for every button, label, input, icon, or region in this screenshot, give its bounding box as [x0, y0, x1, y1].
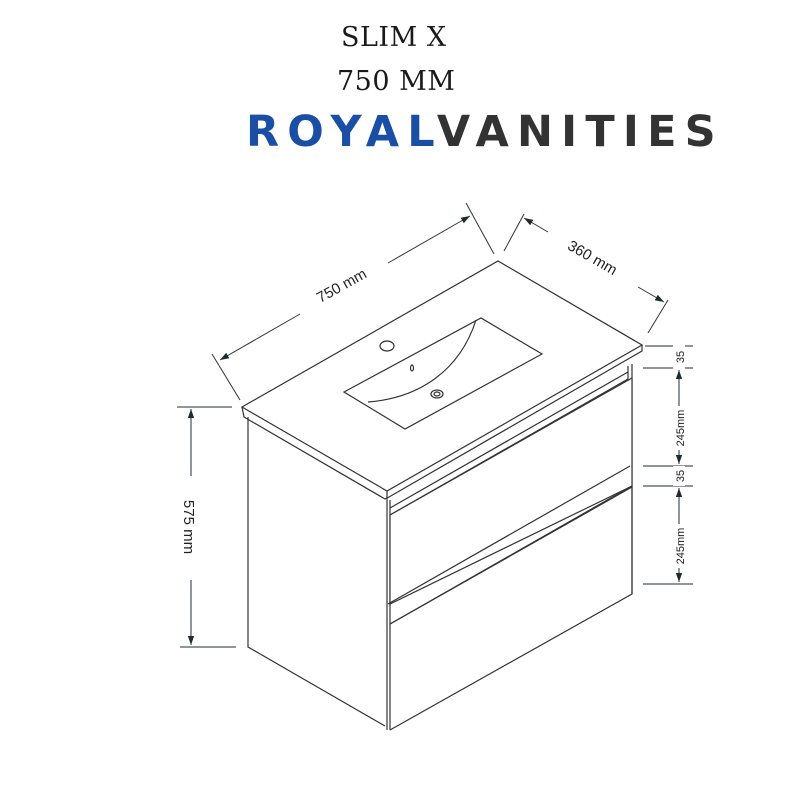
drain: [430, 389, 444, 399]
gap-1-label: 35: [675, 351, 687, 363]
basin: [342, 317, 544, 430]
height-dimension: [177, 406, 236, 648]
overflow-hole: [409, 364, 415, 372]
height-label: 575 mm: [180, 500, 197, 554]
vanity-outline: [240, 260, 644, 731]
product-size: 750 MM: [337, 66, 456, 97]
tap-hole: [379, 340, 395, 352]
product-title: SLIM X: [341, 22, 447, 53]
drawer-2: [389, 485, 633, 731]
cabinet-side: [247, 417, 386, 727]
depth-label: 360 mm: [565, 237, 620, 279]
basin-bowl: [367, 319, 477, 403]
drawer-2-label: 245mm: [675, 528, 687, 565]
brand-logo: ROYALVANITIES: [246, 108, 724, 156]
width-label: 750 mm: [314, 265, 370, 306]
drawer-1: [389, 376, 633, 605]
width-dimension: [211, 202, 495, 401]
depth-dimension: [503, 213, 669, 334]
brand-logo-vanities: VANITIES: [436, 107, 724, 157]
brand-logo-royal: ROYAL: [246, 107, 437, 157]
gap-2-label: 35: [675, 470, 687, 482]
drawer-1-label: 245mm: [675, 410, 687, 447]
